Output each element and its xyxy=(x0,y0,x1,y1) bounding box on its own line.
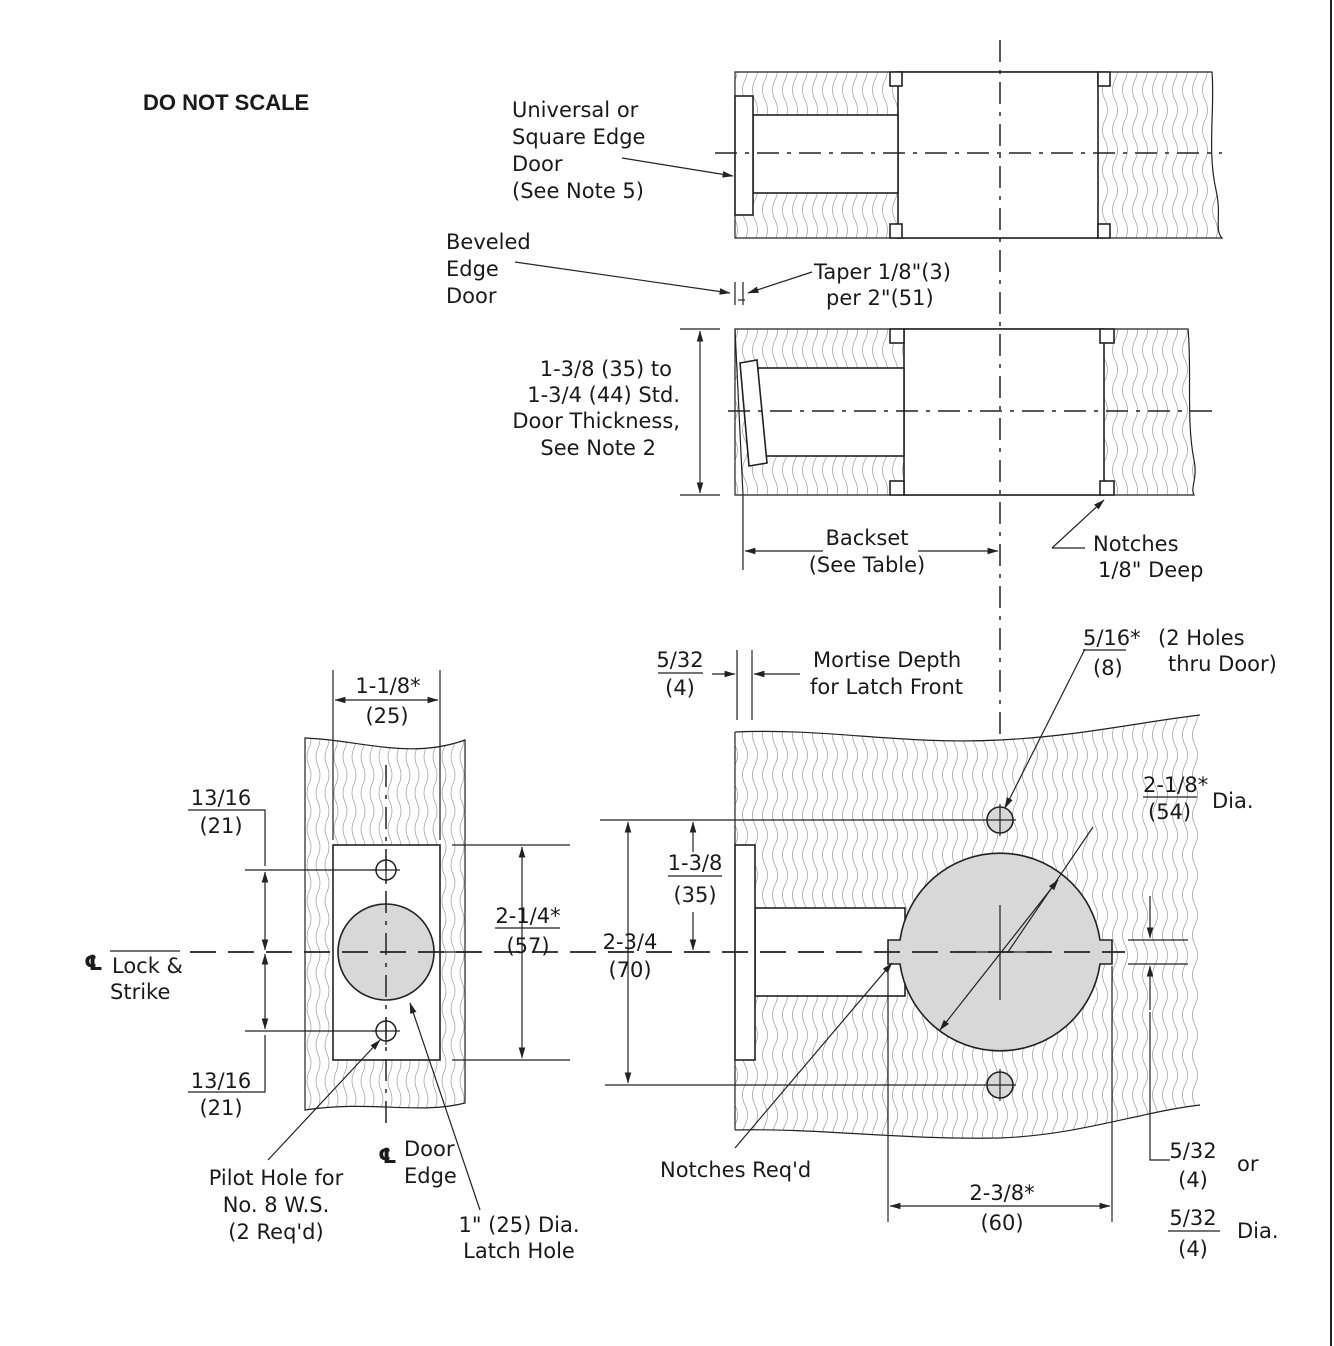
svg-text:Dia.: Dia. xyxy=(1212,789,1254,813)
label-taper: Taper 1/8"(3) per 2"(51) xyxy=(813,260,951,310)
svg-text:Universal or: Universal or xyxy=(512,98,639,122)
svg-text:Beveled: Beveled xyxy=(446,230,531,254)
dim-small-hole: 5/16* (8) (2 Holes thru Door) xyxy=(1083,626,1277,680)
label-lock-strike: ℄ Lock & Strike xyxy=(84,950,183,1004)
beveled-edge-door-section xyxy=(728,328,1212,496)
svg-text:thru Door): thru Door) xyxy=(1168,652,1277,676)
latch-face-beveled xyxy=(739,359,768,467)
svg-text:5/32: 5/32 xyxy=(1169,1206,1216,1230)
door-face-outline xyxy=(734,714,1201,1139)
dim-mortise-depth: 5/32 (4) Mortise Depth for Latch Front xyxy=(656,648,963,700)
svg-text:(4): (4) xyxy=(665,676,695,700)
svg-text:for Latch Front: for Latch Front xyxy=(810,675,963,699)
lock-chassis-top xyxy=(897,71,1099,239)
svg-text:Lock &: Lock & xyxy=(112,954,183,978)
door-outline-mid xyxy=(734,328,1196,496)
svg-text:Pilot Hole for: Pilot Hole for xyxy=(209,1166,344,1190)
dim-faceplate-height: 2-1/4* (57) xyxy=(495,904,561,958)
dim-overall-height: 2-3/4 (70) xyxy=(603,930,658,982)
svg-text:(8): (8) xyxy=(1093,656,1123,680)
svg-text:1-1/8*: 1-1/8* xyxy=(355,674,420,698)
svg-text:(2 Holes: (2 Holes xyxy=(1158,626,1245,650)
svg-text:(4): (4) xyxy=(1178,1237,1208,1261)
label-pilot-hole: Pilot Hole for No. 8 W.S. (2 Req'd) xyxy=(209,1166,344,1244)
svg-text:(See Note 5): (See Note 5) xyxy=(512,179,644,203)
latch-face-square xyxy=(734,95,754,216)
svg-text:Taper 1/8"(3): Taper 1/8"(3) xyxy=(813,260,951,284)
svg-text:Square Edge: Square Edge xyxy=(512,125,645,149)
svg-text:(21): (21) xyxy=(199,814,242,838)
svg-text:(2 Req'd): (2 Req'd) xyxy=(228,1220,323,1244)
svg-text:2-1/8*: 2-1/8* xyxy=(1143,773,1208,797)
svg-text:℄: ℄ xyxy=(84,951,103,975)
svg-text:13/16: 13/16 xyxy=(191,786,252,810)
svg-text:(4): (4) xyxy=(1178,1168,1208,1192)
label-door-edge: ℄ Door Edge xyxy=(378,1137,457,1188)
label-latch-hole: 1" (25) Dia. Latch Hole xyxy=(458,1213,579,1263)
svg-text:(21): (21) xyxy=(199,1096,242,1120)
svg-text:Latch Hole: Latch Hole xyxy=(463,1239,575,1263)
svg-text:(See Table): (See Table) xyxy=(809,553,926,577)
square-edge-door-section xyxy=(715,71,1224,239)
svg-text:2-3/8*: 2-3/8* xyxy=(969,1181,1034,1205)
svg-text:Door: Door xyxy=(404,1137,455,1161)
svg-text:℄: ℄ xyxy=(378,1144,397,1168)
label-notches-deep: Notches 1/8" Deep xyxy=(1093,532,1203,582)
lock-chassis-mid xyxy=(903,328,1105,496)
do-not-scale-note: DO NOT SCALE xyxy=(143,90,309,115)
svg-text:1" (25) Dia.: 1" (25) Dia. xyxy=(458,1213,579,1237)
dim-faceplate-width: 1-1/8* (25) xyxy=(355,674,420,728)
door-face-view xyxy=(734,714,1201,1139)
door-outline-top xyxy=(734,71,1224,239)
svg-text:2-1/4*: 2-1/4* xyxy=(495,904,560,928)
svg-text:13/16: 13/16 xyxy=(191,1069,252,1093)
dimension-lines xyxy=(188,157,1188,1222)
svg-text:5/16*: 5/16* xyxy=(1083,626,1141,650)
dim-hole-offset: 1-3/8 (35) xyxy=(668,851,723,907)
svg-text:Dia.: Dia. xyxy=(1237,1219,1279,1243)
svg-text:or: or xyxy=(1237,1152,1259,1176)
svg-text:(35): (35) xyxy=(673,883,716,907)
dim-hole-spacing-top: 13/16 (21) xyxy=(191,786,252,838)
dim-hole-spacing-bottom: 13/16 (21) xyxy=(191,1069,252,1120)
svg-text:Strike: Strike xyxy=(110,980,170,1004)
svg-text:Door: Door xyxy=(446,284,497,308)
svg-text:Mortise Depth: Mortise Depth xyxy=(813,648,961,672)
label-backset: Backset (See Table) xyxy=(809,526,926,577)
svg-text:(60): (60) xyxy=(980,1211,1023,1235)
latch-tube-mid xyxy=(757,367,905,457)
svg-text:(57): (57) xyxy=(506,934,549,958)
svg-text:1/8" Deep: 1/8" Deep xyxy=(1098,558,1203,582)
svg-text:Notches: Notches xyxy=(1093,532,1179,556)
svg-text:Edge: Edge xyxy=(404,1164,457,1188)
svg-text:See Note 2: See Note 2 xyxy=(540,436,656,460)
svg-text:per 2"(51): per 2"(51) xyxy=(826,286,934,310)
latch-tube-top xyxy=(752,114,899,194)
dim-bore-diameter: 2-1/8* (54) Dia. xyxy=(1143,773,1254,824)
svg-text:5/32: 5/32 xyxy=(656,648,703,672)
label-beveled-edge: Beveled Edge Door xyxy=(446,230,531,308)
label-door-thickness: 1-3/8 (35) to 1-3/4 (44) Std. Door Thick… xyxy=(512,357,680,460)
svg-text:1-3/4 (44) Std.: 1-3/4 (44) Std. xyxy=(527,383,680,407)
svg-text:(54): (54) xyxy=(1148,800,1191,824)
svg-text:Door: Door xyxy=(512,152,563,176)
svg-text:Edge: Edge xyxy=(446,257,499,281)
svg-text:(70): (70) xyxy=(608,958,651,982)
dim-notch-span: 2-3/8* (60) xyxy=(969,1181,1034,1235)
svg-text:(25): (25) xyxy=(365,704,408,728)
label-universal-edge: Universal or Square Edge Door (See Note … xyxy=(512,98,645,203)
svg-text:Door Thickness,: Door Thickness, xyxy=(512,409,680,433)
svg-text:Backset: Backset xyxy=(825,526,908,550)
svg-text:2-3/4: 2-3/4 xyxy=(603,930,658,954)
door-edge-outline xyxy=(304,737,466,1111)
svg-text:No. 8 W.S.: No. 8 W.S. xyxy=(223,1193,330,1217)
dim-notch-size: 5/32 (4) or 5/32 (4) Dia. xyxy=(1168,1139,1279,1261)
svg-text:1-3/8 (35) to: 1-3/8 (35) to xyxy=(540,357,672,381)
svg-text:5/32: 5/32 xyxy=(1169,1139,1216,1163)
svg-text:1-3/8: 1-3/8 xyxy=(668,851,723,875)
label-notches-reqd: Notches Req'd xyxy=(660,1158,811,1182)
